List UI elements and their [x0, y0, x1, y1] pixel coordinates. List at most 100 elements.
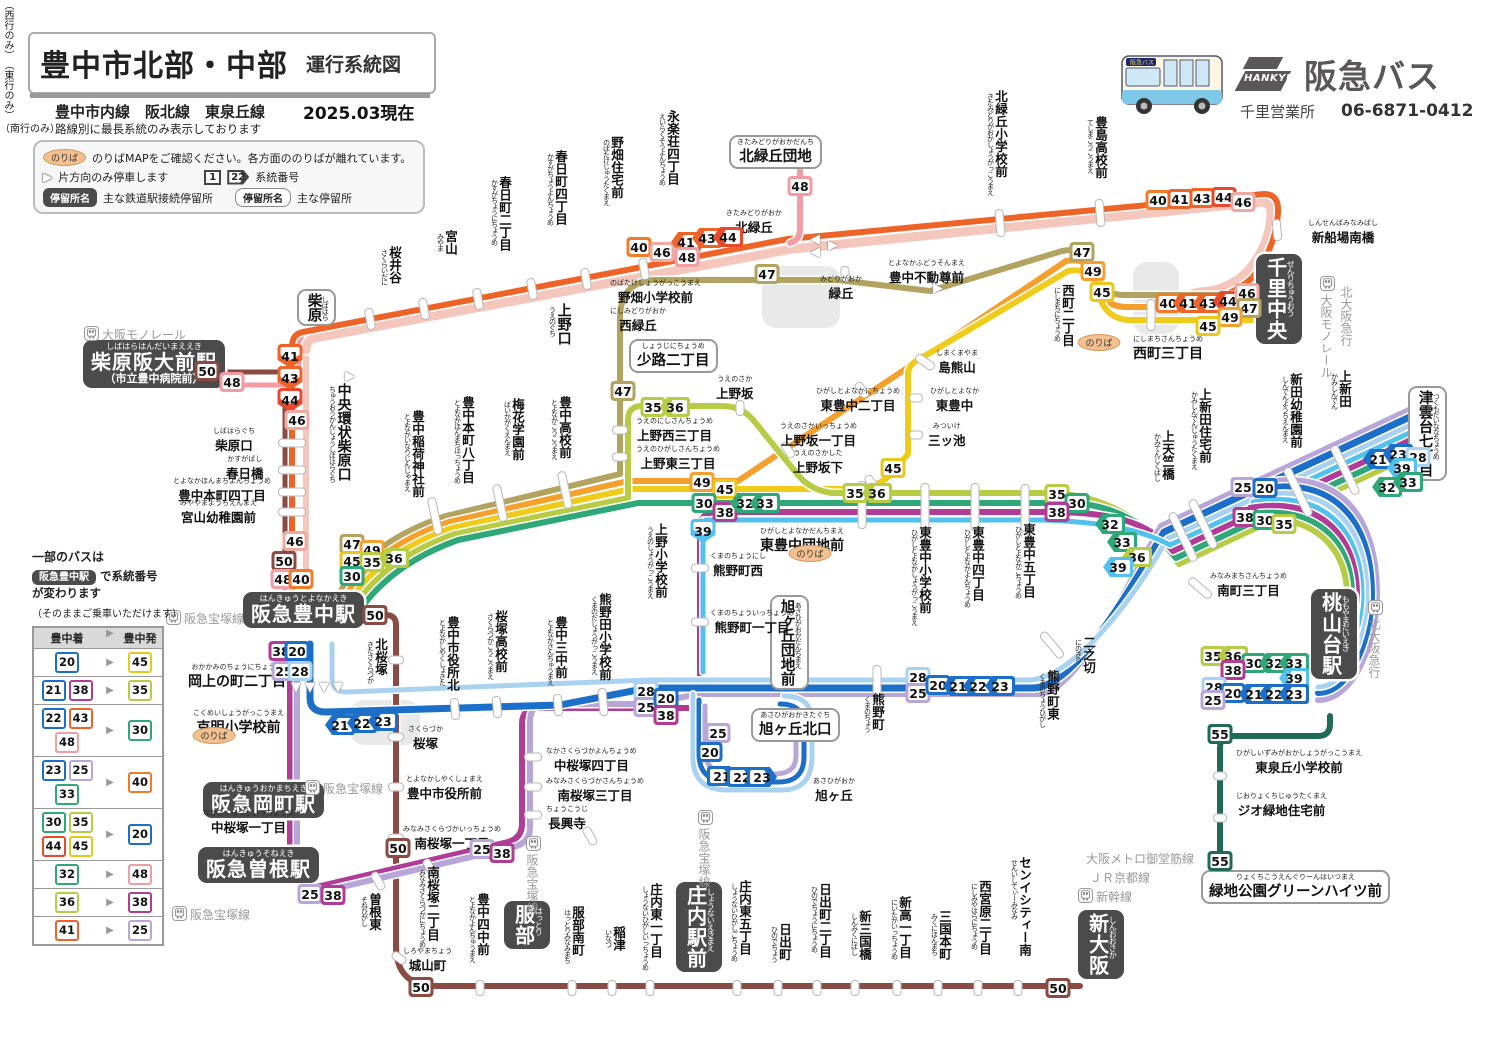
office-phone: 06-6871-0412 [1341, 101, 1474, 121]
train-icon [1078, 888, 1093, 903]
transfer-row-7: 41▶25 [34, 917, 162, 944]
station-緑地公園グリーンハイツ前: りょくちこうえんぐりーんはいつまえ緑地公園グリーンハイツ前 [1201, 870, 1390, 905]
rail-station-阪急岡町駅: はんきゅうおかまちえき阪急岡町駅 [203, 782, 324, 819]
stop-tick [1213, 813, 1227, 823]
station-島熊山: しまくまやま島熊山 [936, 349, 978, 375]
station-上天竺橋: かみてんじくばし上天竺橋 [1153, 430, 1176, 481]
stop-tick [1271, 218, 1283, 242]
station-緑丘: みどりがおか緑丘 [820, 275, 862, 301]
station-春日町二丁目: かすがちょうにちょうめ春日町二丁目 [490, 176, 513, 251]
station-熊野町西: くまのちょうにし熊野町西 [710, 552, 766, 578]
route-badge-30: 30 [339, 566, 365, 586]
legend-noriba-text: のりばMAPをご確認ください。各方面ののりばが離れています。 [92, 151, 412, 165]
route-badge-22: 22 [347, 713, 377, 733]
route-badge-23: 23 [985, 676, 1015, 696]
route-badge-25: 25 [469, 839, 495, 859]
station-中桜塚四丁目: なかさくらづかよんちょうめ中桜塚四丁目 [546, 747, 637, 773]
page-title: 豊中市北部・中部 [40, 49, 288, 84]
stop-tick [278, 487, 306, 497]
station-桜塚: さくらづか桜塚 [408, 725, 443, 751]
station-豊中市役所北: とよなかしやくしょきた豊中市役所北 [438, 616, 461, 691]
rail-line-label: 阪急宝塚線 [524, 836, 541, 914]
arrive-badge-22: 22 [41, 707, 66, 729]
stop-tick [970, 483, 980, 531]
legend-number-text: 系統番号 [255, 171, 300, 184]
arrive-badge-45: 45 [68, 835, 93, 857]
station-柴原口: しばはらぐち柴原口 [213, 427, 255, 453]
station-豊中本町四丁目: とよなかほんまちよんちょうめ豊中本町四丁目 [173, 477, 271, 503]
bus-illustration-icon: 阪急バス [1121, 55, 1223, 114]
station-稲津: いなづ稲津 [604, 926, 627, 951]
transfer-table-header: 豊中着 ▶ 豊中発 [34, 627, 162, 649]
station-熊野町東: くまのちょうひがし熊野町東 [1038, 670, 1061, 727]
train-icon [166, 610, 181, 625]
route-badge-32: 32 [730, 493, 760, 513]
route-badge-28: 28 [905, 667, 931, 687]
route-badge-45: 45 [880, 458, 906, 478]
station-東豊中二丁目: ひがしとよなかにちょうめ東豊中二丁目 [816, 387, 900, 413]
route-badge-43: 43 [1189, 188, 1215, 208]
route-badge-25: 25 [905, 683, 931, 703]
station-新高一丁目: にいたかいっちょうめ新高一丁目 [890, 896, 913, 959]
oneway-triangle-icon: ▶ [933, 280, 943, 296]
direction-note: （南行のみ） [0, 124, 60, 135]
stop-tick [909, 430, 923, 440]
route-badge-47: 47 [1069, 242, 1095, 262]
route-hook-25-line [1259, 477, 1380, 703]
station-三国本町: みくにほんまち三国本町 [930, 910, 953, 960]
station-豊中四中前: とよなかよんちゅうまえ豊中四中前 [468, 893, 491, 962]
rail-station-服部: 服部はっとり [504, 901, 551, 949]
rail-station-阪急曽根駅: はんきゅうそねえき阪急曽根駅 [198, 847, 319, 884]
depart-badge-35: 35 [128, 679, 152, 701]
station-野畑小学校前: のばたけしょうがっこうまえ野畑小学校前 [610, 279, 701, 305]
route-badge-36: 36 [862, 483, 892, 503]
rail-line-label: 北大阪急行 [1339, 286, 1353, 346]
station-北緑丘団地: きたみどりがおかだんち北緑丘団地 [729, 135, 822, 170]
route-badge-33: 33 [1393, 472, 1423, 492]
line-names: 豊中市内線 阪北線 東泉丘線 [55, 103, 266, 121]
route-badge-35: 35 [359, 552, 385, 572]
route-badge-23: 23 [1279, 684, 1309, 704]
rail-line-label: 阪急宝塚線 [305, 780, 383, 797]
station-熊野田小学校前: くまのだしょうがっこうまえ熊野田小学校前 [590, 593, 613, 681]
rail-line-label: 大阪モノレール [84, 326, 186, 343]
route-badge-35: 35 [1200, 646, 1226, 666]
arrive-badge-48: 48 [55, 731, 79, 753]
stop-tick [773, 980, 783, 996]
stop-tick [973, 980, 983, 996]
route-badge-44: 44 [277, 388, 303, 412]
stop-tick [524, 752, 542, 762]
stop-tick [1146, 299, 1156, 331]
arrive-badge-35: 35 [68, 811, 93, 833]
route-badge-20: 20 [925, 675, 951, 695]
route-badge-41: 41 [1167, 189, 1193, 209]
route-badge-44: 44 [1211, 187, 1237, 207]
station-旭ヶ丘: あさひがおか旭ヶ丘 [813, 777, 855, 803]
route-badge-50: 50 [194, 361, 220, 381]
station-宮山幼稚園前: みややまようちえんまえ宮山幼稚園前 [180, 499, 257, 525]
route-badge-30: 30 [1241, 653, 1267, 673]
route-badge-25: 25 [705, 723, 731, 743]
noriba-map-badge: のりば [788, 542, 832, 562]
route-badge-23: 23 [368, 711, 398, 731]
station-中桜塚一丁目: なかさくらづかいっちょうめ中桜塚一丁目 [203, 809, 294, 835]
route-badge-36: 36 [379, 548, 409, 568]
oneway-triangle-icon: ▼ [291, 679, 301, 695]
station-南桜塚二丁目: みなみさくらづかにちょうめ南桜塚二丁目 [418, 866, 441, 947]
train-icon [172, 906, 187, 921]
rail-line-label: 北大阪急行 [1366, 600, 1383, 678]
title-box: 豊中市北部・中部 運行系統図 [28, 32, 436, 94]
title-divider [30, 93, 430, 98]
station-日出町: ひのでちょう日出町 [770, 923, 793, 962]
arrive-badge-20: 20 [55, 651, 79, 673]
station-春日町四丁目: かすがちょうよんちょうめ春日町四丁目 [546, 150, 569, 225]
route-badge-20: 20 [1220, 683, 1246, 703]
station-上新田: かみしんでん上新田 [1330, 370, 1353, 409]
route-badge-48: 48 [787, 176, 813, 196]
station-三ッ池: みついけ三ッ池 [928, 422, 966, 448]
arrive-badge-44: 44 [41, 835, 66, 857]
stop-tick [278, 465, 306, 475]
